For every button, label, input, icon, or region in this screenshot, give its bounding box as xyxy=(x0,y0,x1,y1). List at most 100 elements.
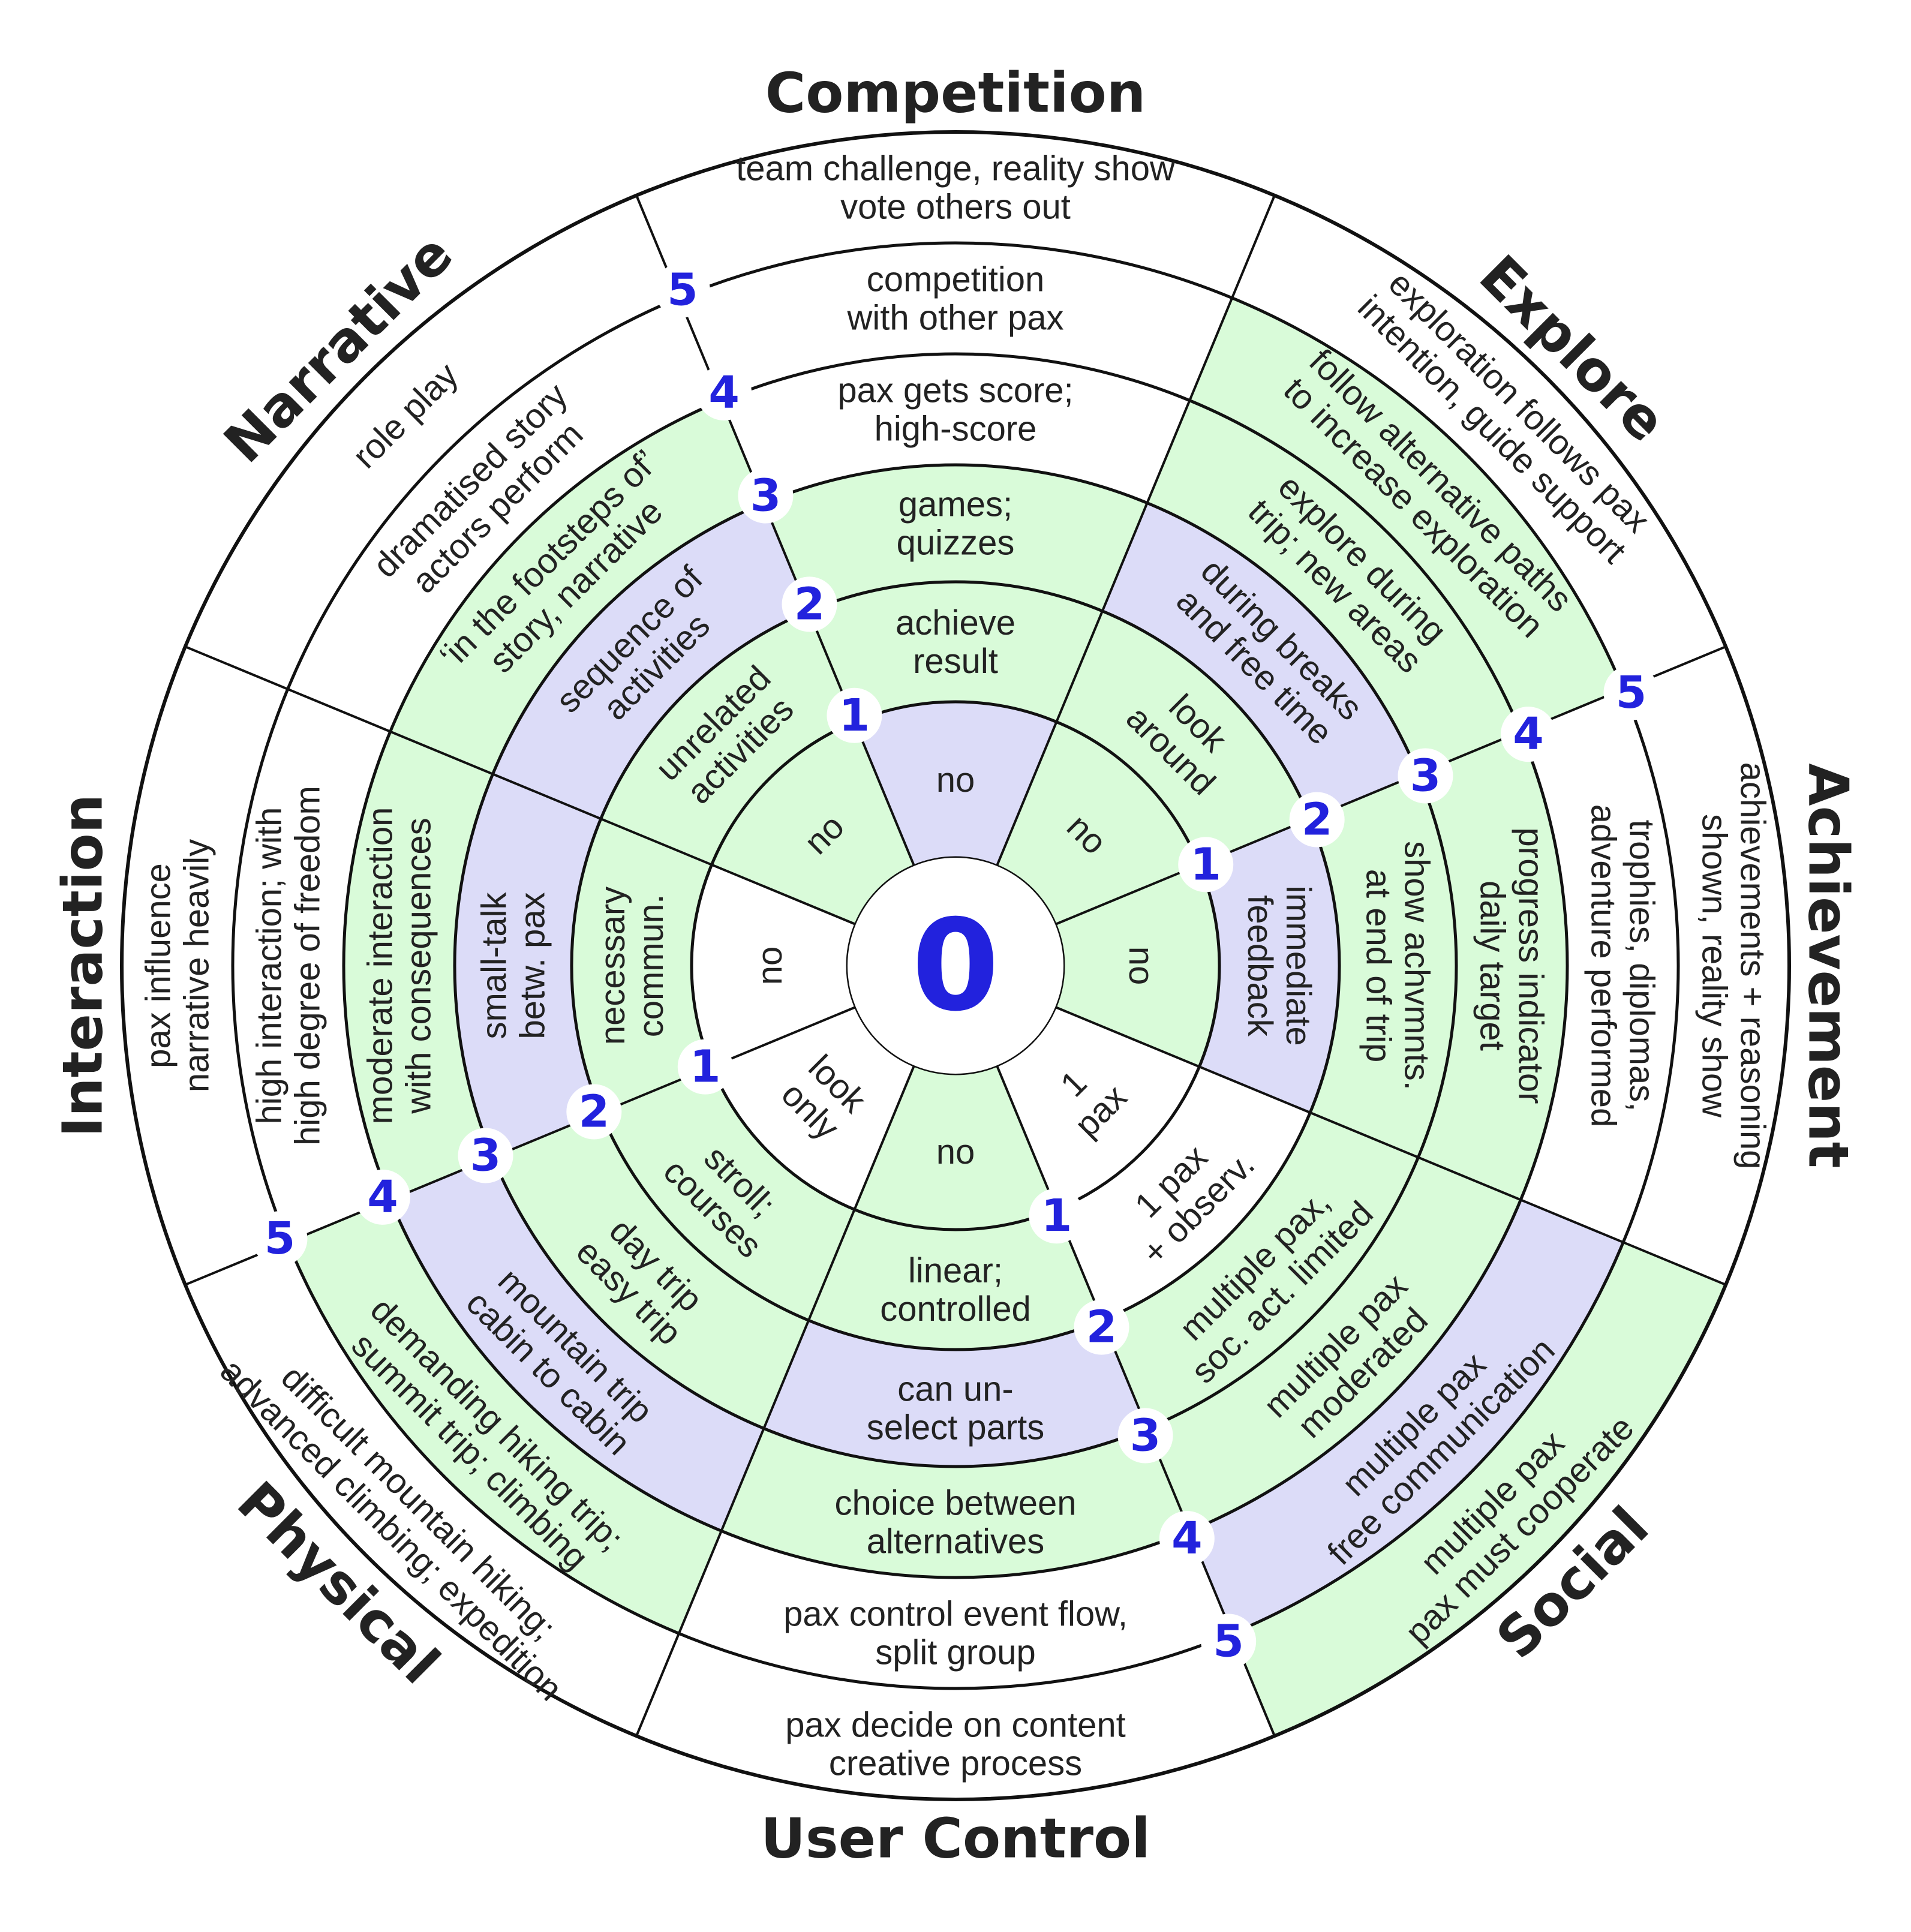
cell-label-line: daily target xyxy=(1473,881,1512,1051)
cell-label-line: trophies, diplomas, xyxy=(1622,820,1661,1112)
level-marker-bg xyxy=(1398,748,1453,804)
cell-label-line: no xyxy=(1122,947,1161,985)
cell-competition-level-4 xyxy=(678,243,1233,401)
ring-border xyxy=(342,352,1569,1579)
center-disc xyxy=(848,858,1063,1074)
cell-narrative-level-3 xyxy=(390,400,764,774)
center-level-zero: 0 xyxy=(912,893,999,1039)
cell-interaction-level-5 xyxy=(121,647,288,1285)
cell-interaction-level-2 xyxy=(455,774,601,1158)
cell-label-line: moderate interaction xyxy=(361,807,400,1125)
cell-user-control-level-5 xyxy=(636,1633,1275,1799)
level-marker: 4 xyxy=(1513,708,1544,760)
level-marker-bg xyxy=(1159,1510,1215,1566)
level-marker-bg xyxy=(355,1169,411,1225)
level-marker: 1 xyxy=(1041,1190,1072,1242)
cell-label-line: pax control event flow, xyxy=(783,1595,1128,1634)
cell-physical-level-3 xyxy=(390,1157,764,1531)
level-marker: 3 xyxy=(470,1130,501,1182)
cell-physical-level-5 xyxy=(185,1242,679,1736)
cell-label-line: games; xyxy=(899,485,1012,524)
level-marker: 4 xyxy=(708,367,740,419)
level-marker: 5 xyxy=(667,264,698,316)
cell-label-line: quizzes xyxy=(897,524,1015,563)
level-marker-bg xyxy=(654,262,710,318)
level-marker: 1 xyxy=(839,690,870,741)
cell-narrative-level-0 xyxy=(711,722,915,925)
cell-label-line: team challenge, reality show xyxy=(736,149,1176,188)
level-marker: 5 xyxy=(265,1213,296,1264)
cell-label: no xyxy=(750,947,789,985)
cell-label-line: small-talk xyxy=(475,892,514,1039)
cell-label-line: high degree of freedom xyxy=(289,786,327,1146)
sector-divider xyxy=(185,645,857,926)
cell-narrative-level-1 xyxy=(600,611,855,865)
cell-label: can un-select parts xyxy=(867,1370,1045,1447)
cell-social-level-1 xyxy=(1056,1066,1311,1321)
cell-label: immediatefeedback xyxy=(1240,885,1318,1046)
level-marker: 3 xyxy=(1410,750,1441,801)
axis-title-user-control: User Control xyxy=(761,1807,1150,1871)
cell-social-level-4 xyxy=(1189,1200,1624,1634)
cell-label-line: alternatives xyxy=(867,1522,1045,1561)
cell-narrative-level-2 xyxy=(492,503,809,819)
cell-label-line: achieve xyxy=(896,603,1015,642)
level-marker-bg xyxy=(782,576,837,632)
level-marker-bg xyxy=(1117,1408,1173,1464)
cell-explore-level-1 xyxy=(1056,611,1311,865)
cell-label-line: feedback xyxy=(1240,895,1279,1036)
sector-divider xyxy=(996,195,1276,867)
cell-label: small-talkbetw. pax xyxy=(475,892,552,1039)
cell-achievement-level-1 xyxy=(1199,819,1340,1113)
cell-label-line: no xyxy=(750,947,789,985)
cell-label-line: pax gets score; xyxy=(837,371,1073,410)
ring-border xyxy=(690,700,1221,1231)
cell-label-line: pax decide on content xyxy=(785,1706,1126,1745)
level-marker: 2 xyxy=(579,1086,610,1137)
level-marker-bg xyxy=(1201,1613,1257,1669)
cell-label-line: no xyxy=(936,1132,975,1171)
cell-explore-level-2 xyxy=(1102,503,1419,819)
cell-achievement-level-2 xyxy=(1310,774,1456,1158)
level-marker: 4 xyxy=(1171,1513,1203,1564)
cell-label-line: at end of trip xyxy=(1359,869,1398,1062)
level-marker: 4 xyxy=(367,1171,398,1223)
level-marker-bg xyxy=(738,468,794,524)
cell-explore-level-5 xyxy=(1232,195,1726,689)
cell-achievement-level-3 xyxy=(1418,731,1568,1200)
level-marker: 3 xyxy=(1130,1410,1161,1461)
cell-label: moderate interactionwith consequences xyxy=(361,807,438,1125)
cell-label-line: high-score xyxy=(875,410,1037,449)
cell-interaction-level-4 xyxy=(232,689,390,1243)
cell-interaction-level-1 xyxy=(572,819,712,1113)
cell-label-line: linear; xyxy=(908,1251,1003,1290)
cell-physical-level-2 xyxy=(492,1112,809,1429)
cell-competition-level-2 xyxy=(764,465,1147,611)
cell-achievement-level-5 xyxy=(1623,647,1789,1285)
center-hub: 0 xyxy=(848,858,1063,1074)
cell-label-line: creative process xyxy=(829,1744,1082,1783)
cell-label: pax influencenarrative heavily xyxy=(139,839,217,1092)
sector-divider xyxy=(1054,1006,1726,1286)
cell-label-line: narrative heavily xyxy=(178,839,217,1092)
cell-label-line: commun. xyxy=(632,894,671,1038)
cell-explore-level-3 xyxy=(1147,400,1521,774)
level-marker-bg xyxy=(677,1039,733,1095)
ring-border xyxy=(570,580,1341,1351)
level-marker: 2 xyxy=(794,578,825,630)
level-marker-bg xyxy=(252,1211,308,1267)
ring-border xyxy=(453,463,1458,1468)
cell-label: no xyxy=(1122,947,1161,985)
cell-label-line: select parts xyxy=(867,1408,1045,1447)
cell-label: necessarycommun. xyxy=(593,887,671,1045)
cell-label: no xyxy=(936,1132,975,1171)
cell-label: pax control event flow,split group xyxy=(783,1595,1128,1672)
cell-label-line: split group xyxy=(875,1633,1036,1672)
cell-label: high interaction; withhigh degree of fre… xyxy=(250,786,327,1146)
cell-competition-level-0 xyxy=(854,701,1057,866)
